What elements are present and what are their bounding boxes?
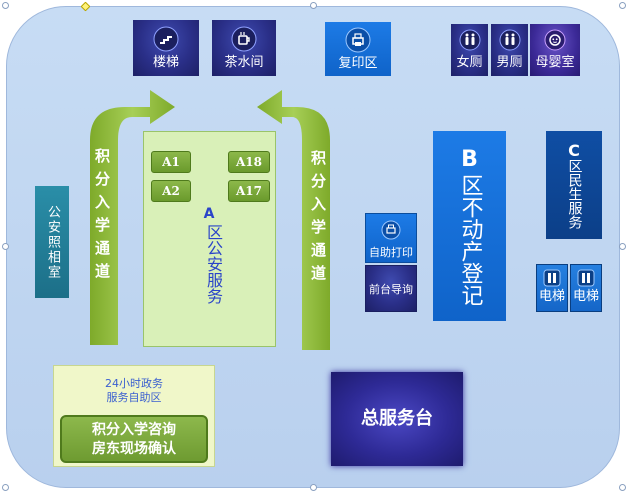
elevator-2-label: 电梯 (572, 289, 599, 304)
male-restroom: 男厕 (491, 24, 528, 76)
police-photo-label: 公安照相室 (45, 204, 60, 280)
nursing-room: 母婴室 (530, 24, 580, 76)
resize-handle[interactable] (310, 484, 317, 491)
stairs-room: 楼梯 (133, 20, 199, 76)
female-restroom: 女厕 (451, 24, 488, 76)
copy-area: 复印区 (325, 22, 391, 76)
counter-a17[interactable]: A17 (228, 180, 270, 202)
male-toilet-icon (499, 29, 520, 51)
elevator-1: 电梯 (536, 264, 568, 312)
front-desk-label: 前台导询 (369, 283, 413, 296)
resize-handle[interactable] (2, 484, 9, 491)
elevator-icon (577, 269, 595, 287)
resize-handle[interactable] (2, 243, 9, 250)
zone-c-label: 区民生服务 (566, 158, 583, 229)
points-admission-consult-box: 积分入学咨询 房东现场确认 (60, 415, 208, 463)
elevator-icon (543, 269, 561, 287)
police-photo-room: 公安照相室 (35, 186, 69, 298)
stairs-icon (153, 26, 179, 52)
main-service-desk: 总服务台 (331, 372, 463, 466)
female-toilet-icon (459, 29, 480, 51)
zone-b-letter: B (461, 147, 478, 172)
zone-b-label: 区不动产登记 (457, 174, 483, 306)
printer-icon (381, 220, 401, 240)
resize-handle[interactable] (2, 2, 9, 9)
nursing-room-label: 母婴室 (535, 55, 575, 70)
counter-a18[interactable]: A18 (228, 151, 270, 173)
female-restroom-label: 女厕 (456, 55, 483, 70)
left-channel-arrow (90, 90, 175, 345)
main-desk-label: 总服务台 (361, 408, 433, 429)
resize-handle[interactable] (619, 484, 626, 491)
resize-handle[interactable] (619, 243, 626, 250)
copy-area-label: 复印区 (338, 56, 378, 71)
counter-a2[interactable]: A2 (151, 180, 191, 202)
inner-line1: 积分入学咨询 (92, 422, 176, 438)
tea-room-label: 茶水间 (224, 55, 264, 70)
counter-a1[interactable]: A1 (151, 151, 191, 173)
zone-a-letter: A (203, 206, 215, 222)
inner-line2: 房东现场确认 (92, 441, 176, 457)
tea-room: 茶水间 (212, 20, 276, 76)
stairs-label: 楼梯 (152, 55, 179, 70)
zone-c-livelihood: C 区民生服务 (546, 131, 602, 239)
self-service-title-line2: 服务自助区 (106, 391, 162, 404)
resize-handle[interactable] (310, 2, 317, 9)
male-restroom-label: 男厕 (496, 55, 523, 70)
elevator-1-label: 电梯 (538, 289, 565, 304)
zone-b-real-estate: B 区不动产登记 (433, 131, 506, 321)
printer-icon (345, 27, 371, 53)
zone-a-label: 区公安服务 (204, 224, 223, 304)
right-channel-arrow (257, 90, 330, 350)
right-channel-label: 积分入学通道 (309, 150, 327, 288)
self-print-label: 自助打印 (369, 246, 413, 259)
elevator-2: 电梯 (570, 264, 602, 312)
coffee-cup-icon (231, 26, 257, 52)
resize-handle[interactable] (619, 2, 626, 9)
left-channel-label: 积分入学通道 (93, 148, 111, 286)
self-print-station[interactable]: 自助打印 (365, 213, 417, 263)
front-desk-info: 前台导询 (365, 265, 417, 312)
zone-c-letter: C (568, 140, 580, 160)
baby-icon (544, 29, 566, 51)
self-service-title-line1: 24小时政务 (105, 377, 163, 390)
